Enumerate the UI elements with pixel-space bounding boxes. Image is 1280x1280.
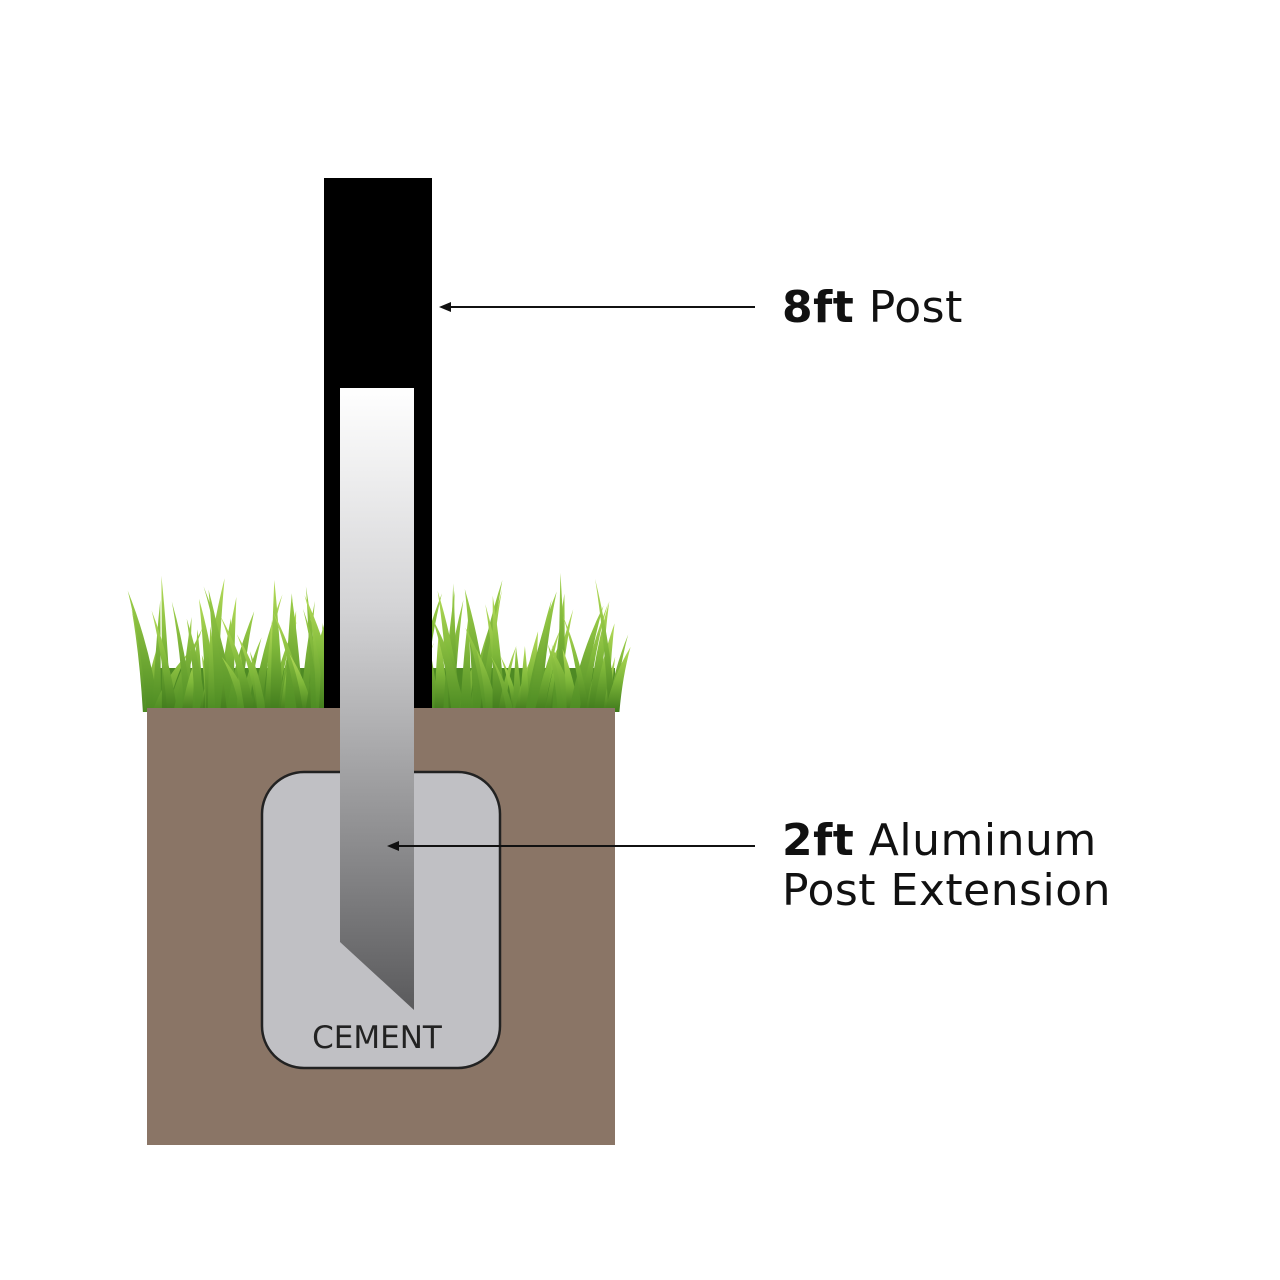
grass-blade [563,615,590,712]
grass-blade [432,618,466,712]
post-name: Post [868,282,963,333]
post-label: 8ft Post [782,283,963,333]
arrow-left-icon [387,841,755,851]
extension-name-line1: Aluminum [868,815,1097,866]
extension-name-line2: Post Extension [782,865,1112,916]
grass-blade [579,603,609,712]
grass-blade [595,578,617,712]
grass-blade [270,580,284,712]
grass-blade [604,646,631,712]
arrow-left-icon [439,302,755,312]
grass-blade [152,599,161,712]
grass-blade [151,610,178,712]
grass-blade [127,590,160,712]
post-size: 8ft [782,282,855,333]
extension-size: 2ft [782,815,855,866]
grass-blade [220,616,256,712]
grass-blade [528,599,552,712]
cement-label: CEMENT [312,1020,443,1056]
grass-blade [491,656,514,712]
extension-label: 2ft Aluminum Post Extension [782,816,1111,916]
grass-blade [519,646,530,712]
grass-blade [186,618,207,712]
grass-blade [569,605,604,712]
aluminum-post-extension [340,388,414,1010]
grass-blade [460,614,472,712]
grass-blade [273,612,307,712]
grass-blade [203,586,236,712]
grass-blade [249,651,266,712]
